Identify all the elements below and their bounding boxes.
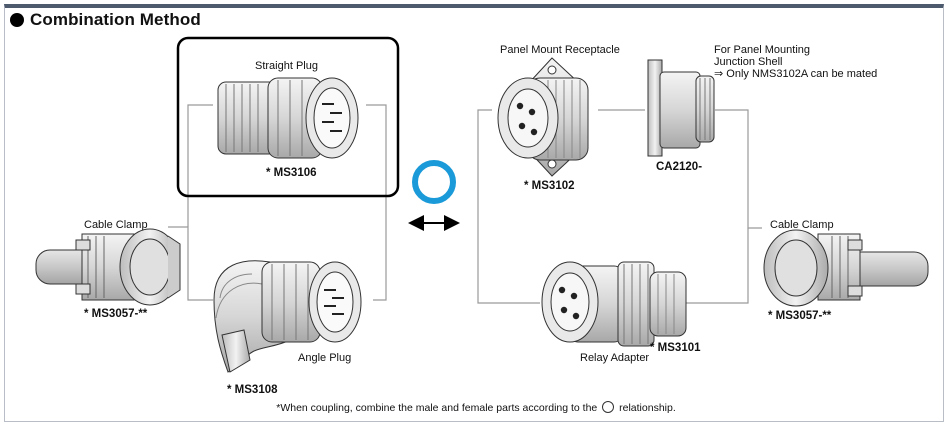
straight-plug-highlight — [176, 36, 400, 198]
cable-clamp-right-part-number: * MS3057-** — [768, 310, 832, 322]
junction-note: ⇒ Only NMS3102A can be mated — [714, 68, 878, 80]
angle-plug-image — [213, 260, 362, 373]
cable-clamp-left-part-number: * MS3057-** — [84, 308, 148, 320]
relay-adapter-image — [541, 261, 687, 347]
straight-plug-label: Straight Plug — [255, 60, 318, 72]
line-relay-to-clamp — [686, 228, 749, 304]
panel-receptacle-part-number: * MS3102 — [524, 180, 575, 192]
cable-clamp-right-label: Cable Clamp — [770, 219, 834, 231]
connector-lines — [168, 104, 762, 304]
cable-clamp-right-image — [763, 229, 929, 307]
circle-symbol-icon — [602, 401, 615, 413]
panel-frame — [4, 4, 944, 422]
junction-title-line1: For Panel Mounting — [714, 44, 810, 56]
footnote-text-before: *When coupling, combine the male and fem… — [276, 402, 598, 414]
angle-plug-part-number: * MS3108 — [227, 384, 278, 396]
cable-clamp-left-label: Cable Clamp — [84, 219, 148, 231]
footnote: *When coupling, combine the male and fem… — [0, 401, 952, 414]
line-receptacle-to-relay — [477, 109, 540, 304]
panel-receptacle-label: Panel Mount Receptacle — [500, 44, 620, 56]
line-clamp-to-angle — [168, 226, 213, 301]
junction-part-number: CA2120- — [656, 161, 703, 173]
straight-plug-image — [217, 77, 359, 159]
section-title: Combination Method — [10, 10, 201, 30]
line-junction-to-clamp — [715, 109, 762, 229]
angle-plug-label: Angle Plug — [298, 352, 352, 364]
relay-adapter-label: Relay Adapter — [580, 352, 650, 364]
panel-receptacle-image — [497, 57, 589, 177]
cable-clamp-left-image — [35, 228, 181, 306]
bullet-icon — [10, 13, 24, 27]
straight-plug-part-number: * MS3106 — [266, 167, 317, 179]
footnote-text-after: relationship. — [619, 402, 676, 414]
line-to-straight-left — [187, 104, 213, 195]
junction-title-line2: Junction Shell — [714, 56, 783, 68]
mating-circle-icon — [412, 160, 456, 204]
relay-adapter-part-number: * MS3101 — [650, 342, 701, 354]
line-straight-to-angle-right — [366, 104, 387, 301]
section-title-text: Combination Method — [30, 10, 201, 29]
junction-shell-image — [647, 59, 715, 157]
